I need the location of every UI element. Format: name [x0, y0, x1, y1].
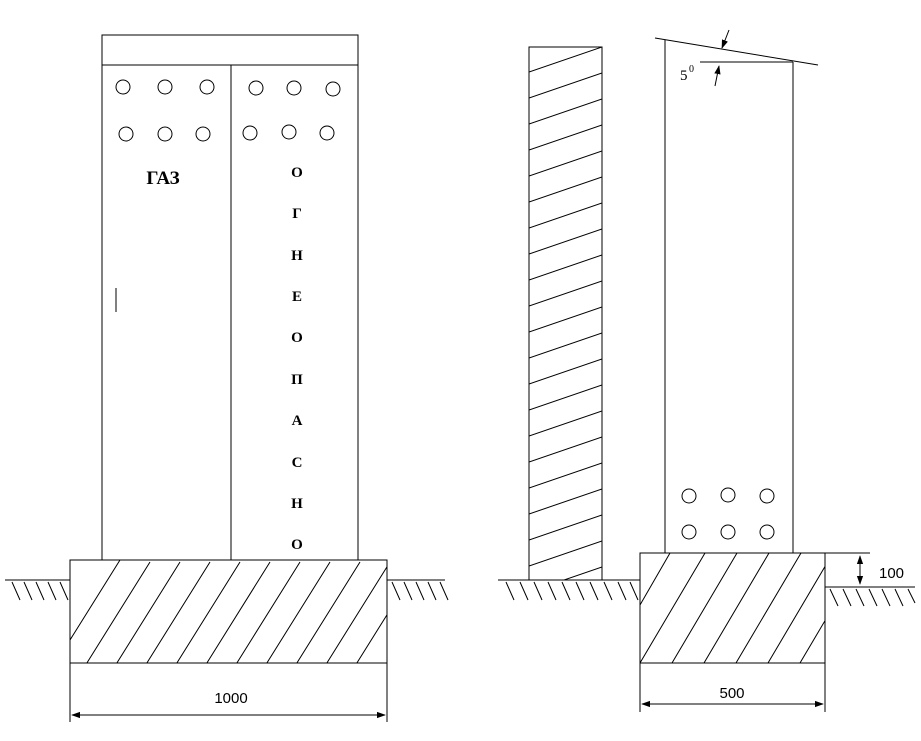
vent-hole — [248, 80, 264, 96]
vertical-letter: О — [291, 537, 303, 553]
vent-hole — [281, 124, 297, 140]
vent-hole — [319, 125, 335, 141]
vent-hole — [720, 524, 736, 540]
dimension-label-100: 100 — [879, 565, 904, 582]
angle-value: 5 — [680, 68, 688, 84]
vent-hole — [115, 79, 131, 95]
vent-hole — [759, 488, 775, 504]
vertical-letter: А — [292, 413, 303, 429]
dimension-label-1000: 1000 — [214, 690, 247, 707]
ground-right-front — [387, 579, 449, 601]
vent-hole — [195, 126, 211, 142]
vertical-letter: О — [291, 330, 303, 346]
front-view: ГАЗ О Г Н Е О П А С Н О — [5, 34, 449, 722]
ground-side-left — [498, 579, 640, 601]
vent-hole — [286, 80, 302, 96]
vertical-letter: О — [291, 165, 303, 181]
dimension-side-width: 500 — [639, 663, 826, 712]
vent-hole — [157, 79, 173, 95]
vent-hole — [720, 487, 736, 503]
vent-hole — [681, 488, 697, 504]
vent-hole — [325, 81, 341, 97]
vertical-letter: С — [292, 455, 303, 471]
dimension-label-500: 500 — [719, 685, 744, 702]
vent-holes-side — [681, 487, 775, 540]
wall-outline — [528, 46, 603, 581]
wall-hatching — [529, 47, 602, 580]
ground-side-right — [825, 586, 916, 607]
foundation-side-block — [639, 552, 826, 664]
foundation-side — [639, 552, 826, 664]
roof-angle-annotation: 5 0 — [680, 29, 730, 87]
vent-hole — [118, 126, 134, 142]
cabinet-side — [654, 37, 819, 553]
dimension-foundation-height: 100 — [825, 552, 904, 585]
ground-left-front — [5, 579, 70, 601]
foundation-front — [69, 559, 388, 664]
roof-slope-line — [654, 37, 819, 66]
vent-hole — [759, 524, 775, 540]
dimension-front-width: 1000 — [69, 663, 388, 722]
foundation-hatching — [70, 560, 387, 663]
vertical-letter: П — [291, 372, 303, 388]
vent-hole — [242, 125, 258, 141]
vent-holes-right-door — [242, 80, 341, 141]
foundation-block — [69, 559, 388, 664]
vertical-letter: Е — [292, 289, 302, 305]
vent-hole — [157, 126, 173, 142]
foundation-side-hatching — [640, 553, 825, 663]
vent-hole — [199, 79, 215, 95]
vertical-letter: Г — [292, 206, 302, 222]
wall-section — [528, 46, 603, 581]
flammable-vertical-label: О Г Н Е О П А С Н О — [291, 165, 303, 553]
vent-holes-left-door — [115, 79, 215, 142]
cabinet-body — [101, 64, 359, 561]
side-view: 5 0 — [498, 29, 916, 712]
vertical-letter: Н — [291, 248, 303, 264]
cabinet-top-panel — [101, 34, 359, 66]
gas-label: ГАЗ — [146, 168, 179, 189]
vertical-letter: Н — [291, 496, 303, 512]
vent-hole — [681, 524, 697, 540]
angle-unit: 0 — [689, 64, 694, 75]
